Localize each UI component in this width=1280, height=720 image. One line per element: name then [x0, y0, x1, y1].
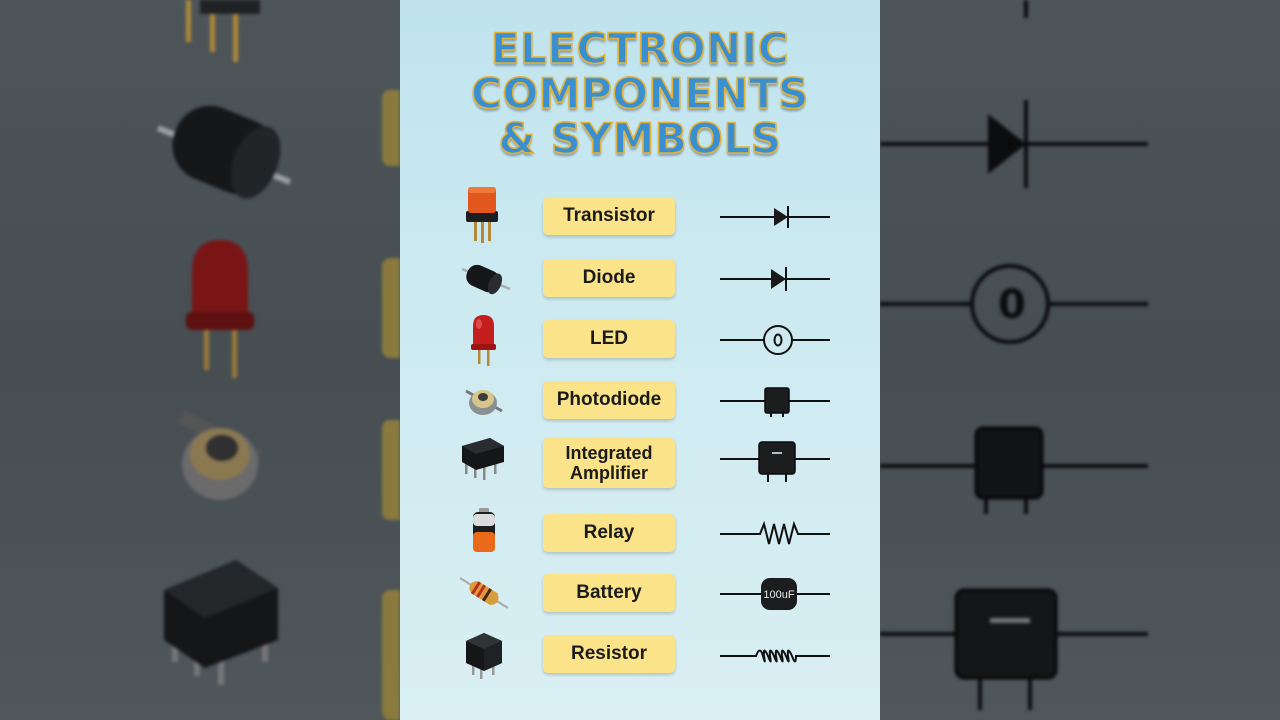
battery-cell-icon [456, 508, 512, 558]
box-with-dash-symbol-icon [718, 440, 832, 488]
component-row-resistor: Resistor [400, 631, 880, 679]
label-led: LED [543, 320, 675, 358]
black-cylinder-diode-icon [456, 255, 512, 303]
component-row-photodiode: Photodiode [400, 377, 880, 425]
label-integrated-amplifier: Integrated Amplifier [543, 438, 675, 488]
component-row-relay: Relay [400, 508, 880, 558]
label-diode: Diode [543, 259, 675, 297]
right-blurred-background: 0 [880, 0, 1280, 720]
infographic-card: ELECTRONIC COMPONENTS & SYMBOLS Transist… [400, 0, 880, 720]
capacitor-value-text: 100uF [763, 589, 794, 601]
component-row-battery: Battery 100uF [400, 570, 880, 618]
black-cube-relay-icon [456, 631, 512, 679]
left-blurred-background [0, 0, 400, 720]
circle-o-symbol-icon [718, 316, 832, 364]
title-line-1: ELECTRONIC [490, 24, 790, 73]
striped-resistor-icon [456, 570, 512, 618]
component-row-integrated-amplifier: Integrated Amplifier [400, 438, 880, 488]
capacitor-100uf-symbol-icon: 100uF [718, 570, 832, 618]
page-title: ELECTRONIC COMPONENTS & SYMBOLS [400, 24, 880, 163]
red-led-icon [456, 315, 512, 366]
label-battery: Battery [543, 574, 675, 612]
component-row-transistor: Transistor [400, 187, 880, 243]
component-row-led: LED [400, 315, 880, 366]
label-transistor: Transistor [543, 197, 675, 235]
title-line-3: & SYMBOLS [498, 114, 782, 163]
label-resistor: Resistor [543, 635, 675, 673]
diode-symbol-icon [718, 193, 832, 241]
label-photodiode: Photodiode [543, 381, 675, 419]
diode-symbol-icon [718, 255, 832, 303]
orange-transistor-icon [456, 187, 512, 243]
right-background-symbols-icon: 0 [880, 0, 1148, 710]
component-row-diode: Diode [400, 255, 880, 303]
resistor-zigzag-symbol-icon [718, 510, 832, 558]
label-relay: Relay [543, 514, 675, 552]
square-box-symbol-icon [718, 377, 832, 425]
dip-chip-icon [456, 438, 512, 488]
title-line-2: COMPONENTS [470, 69, 809, 118]
svg-text:0: 0 [998, 282, 1026, 328]
inductor-coil-symbol-icon [718, 631, 832, 679]
round-photodiode-icon [456, 377, 512, 425]
left-background-components-icon [156, 0, 400, 720]
